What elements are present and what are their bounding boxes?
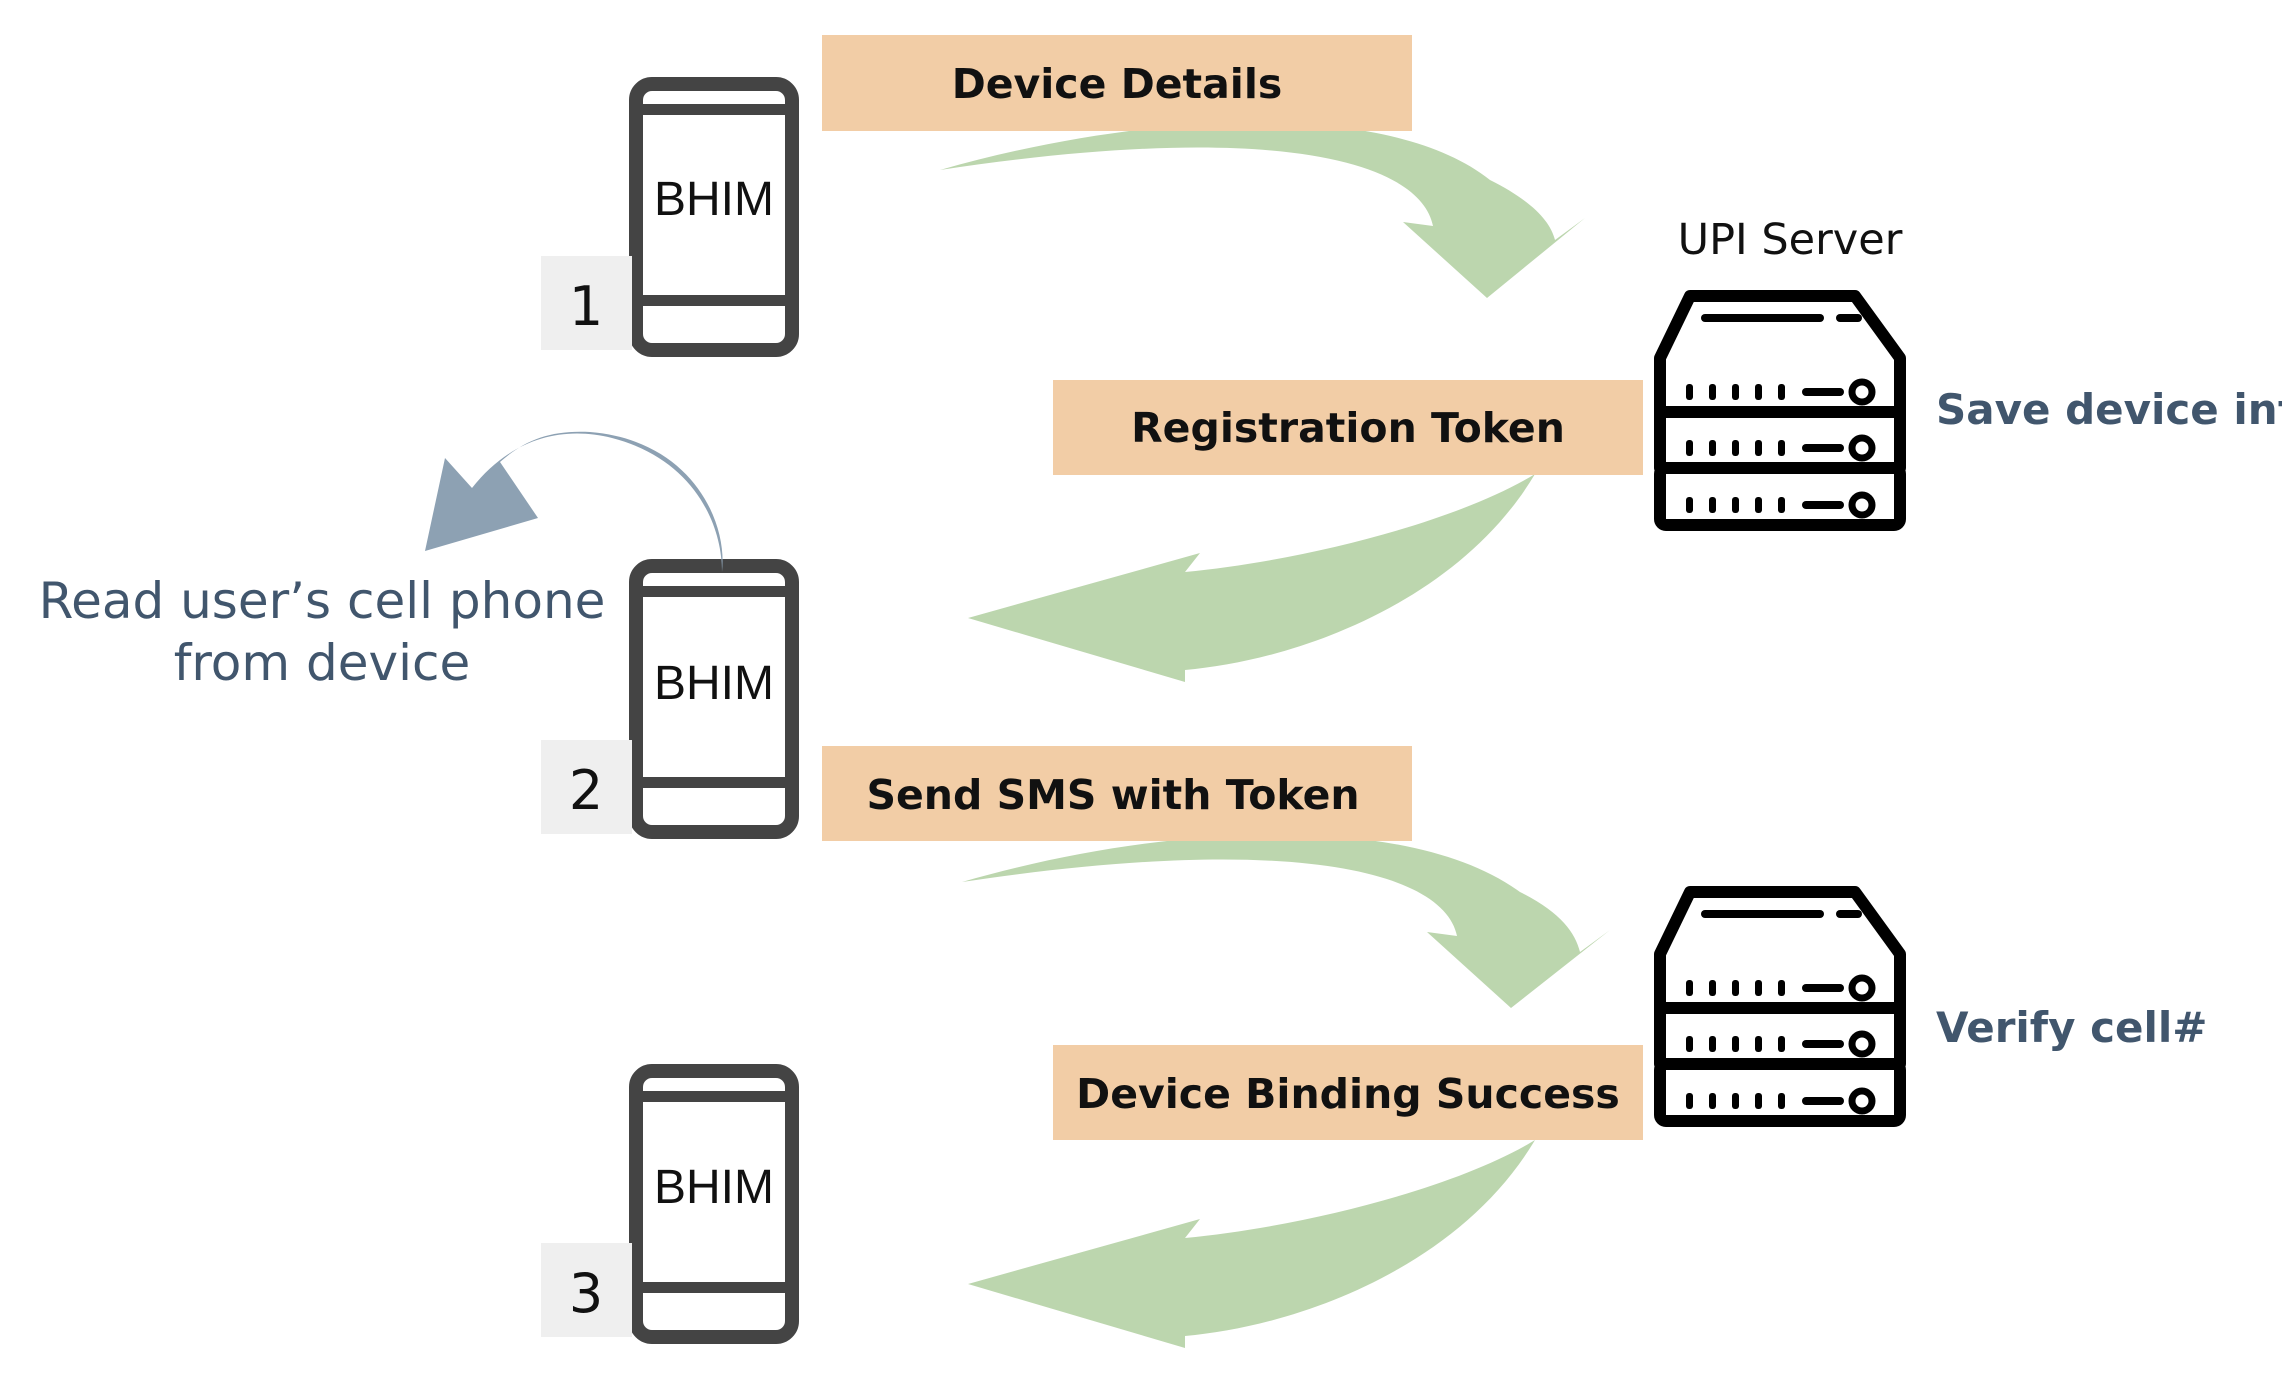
step-2-number: 2 [569,759,603,822]
message-device-details-text: Device Details [952,60,1283,108]
phone-3: BHIM [629,1064,799,1344]
step-3-badge: 3 [541,1243,632,1337]
message-send-sms-text: Send SMS with Token [866,771,1359,819]
message-registration-token: Registration Token [1053,380,1643,475]
server-title: UPI Server [1678,215,1903,265]
message-device-details: Device Details [822,35,1412,131]
phone-3-app-label: BHIM [654,1161,774,1214]
arrow-binding-success-to-phone [968,1140,1535,1348]
server-note-verify-cell: Verify cell# [1936,1003,2207,1052]
server-icon-top [1654,290,1906,531]
arrow-read-cell-phone [425,431,723,572]
client-note-line-1: Read user’s cell phone [39,572,606,630]
message-send-sms: Send SMS with Token [822,746,1412,841]
phone-1-app-label: BHIM [654,173,774,226]
phone-2-app-label: BHIM [654,657,774,710]
phone-1: BHIM [629,77,799,357]
step-3-number: 3 [569,1262,603,1325]
client-note-line-2: from device [174,634,470,692]
arrow-registration-token-to-phone [968,474,1535,682]
step-1-badge: 1 [541,256,632,350]
message-binding-success: Device Binding Success [1053,1045,1643,1140]
phone-2: BHIM [629,559,799,839]
step-2-badge: 2 [541,740,632,834]
step-1-number: 1 [569,275,603,338]
server-note-save-device-info: Save device info [1936,385,2282,434]
arrow-device-details-to-server [940,122,1585,298]
server-icon-bottom [1654,886,1906,1127]
message-binding-success-text: Device Binding Success [1076,1070,1620,1118]
arrow-send-sms-to-server [962,834,1610,1008]
message-registration-token-text: Registration Token [1131,404,1565,452]
